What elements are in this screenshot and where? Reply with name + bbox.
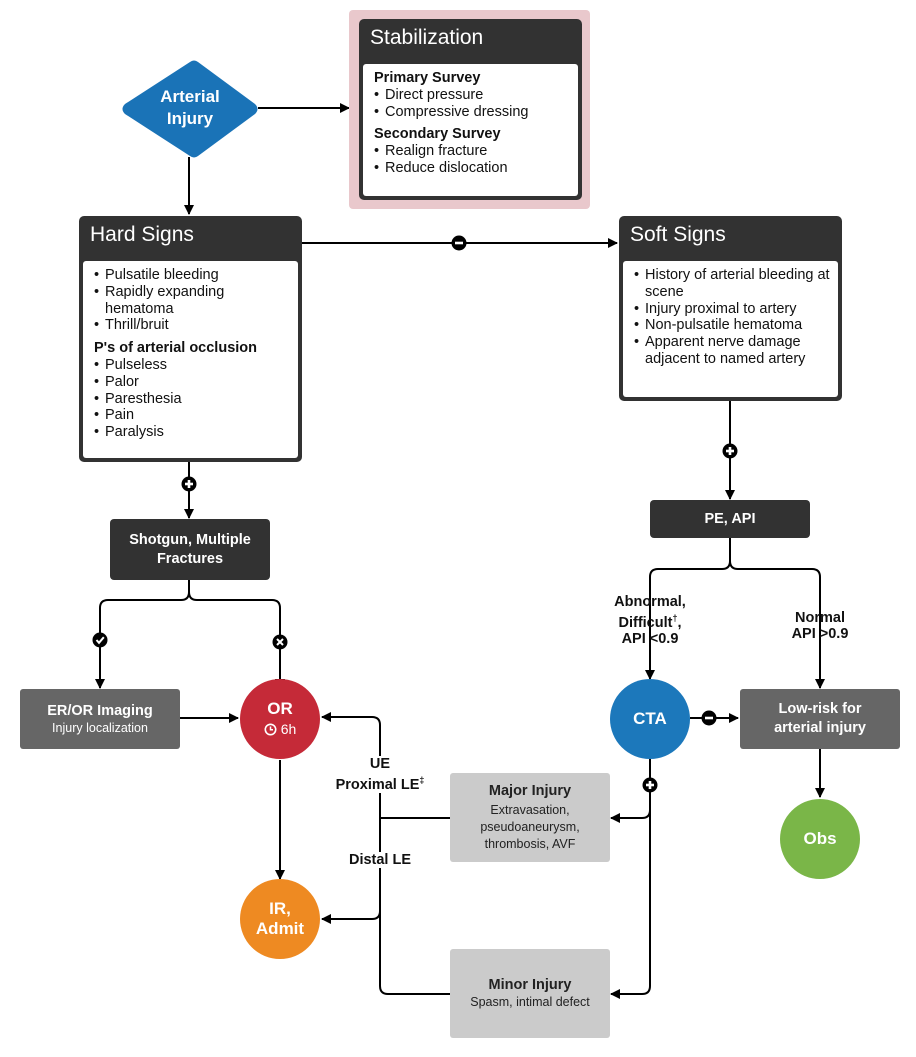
start-diamond <box>122 60 258 158</box>
list-item: Realign fracture <box>374 143 570 160</box>
list-item: Pulsatile bleeding <box>94 267 290 284</box>
list-item: Palor <box>94 374 290 391</box>
pe-api-box: PE, API <box>650 500 810 538</box>
minor-title: Minor Injury <box>488 977 572 993</box>
hard-signs-card: Hard Signs Pulsatile bleeding Rapidly ex… <box>79 216 302 462</box>
list-item: Direct pressure <box>374 87 570 104</box>
list-item: Thrill/bruit <box>94 317 290 334</box>
normal-line1: Normal <box>795 610 845 626</box>
obs-title: Obs <box>803 829 837 848</box>
major-injury-box: Major Injury Extravasation, pseudoaneury… <box>450 773 610 862</box>
obs-circle: Obs <box>780 799 860 879</box>
list-item: Paralysis <box>94 424 290 441</box>
abnormal-line1: Abnormal, <box>614 594 686 610</box>
low-risk-box: Low-risk for arterial injury <box>740 689 900 749</box>
or-title: OR <box>267 699 293 718</box>
hard-signs-body: Pulsatile bleeding Rapidly expanding hem… <box>83 261 298 458</box>
ir-admit-circle: IR, Admit <box>240 879 320 959</box>
list-item: Injury proximal to artery <box>634 301 830 318</box>
list-item: Pain <box>94 407 290 424</box>
dagger-mark: † <box>672 613 678 623</box>
clock-icon <box>264 723 277 735</box>
low-risk-title: Low-risk for arterial injury <box>774 701 866 736</box>
abnormal-line2-end: , <box>677 614 682 631</box>
secondary-survey-heading: Secondary Survey <box>374 126 501 143</box>
cross-marker <box>272 634 288 650</box>
or-circle: OR 6h <box>240 679 320 759</box>
list-item: Reduce dislocation <box>374 160 570 177</box>
abnormal-line2-row: Difficult†, <box>600 610 700 631</box>
ue-line2-row: Proximal LE‡ <box>320 772 440 793</box>
soft-signs-card: Soft Signs History of arterial bleeding … <box>619 216 842 401</box>
list-item: Compressive dressing <box>374 104 570 121</box>
er-or-subtitle: Injury localization <box>52 721 148 735</box>
primary-survey-heading: Primary Survey <box>374 70 481 86</box>
distal-le-text: Distal LE <box>348 852 412 868</box>
shotgun-box: Shotgun, Multiple Fractures <box>110 519 270 580</box>
er-or-imaging-box: ER/OR Imaging Injury localization <box>20 689 180 749</box>
start-label: Arterial Injury <box>160 87 220 128</box>
ir-admit-title: IR, Admit <box>255 899 305 938</box>
normal-line2: API >0.9 <box>791 626 849 642</box>
list-item: Rapidly expanding hematoma <box>94 284 290 318</box>
edge-bracket-or <box>321 712 381 818</box>
stabilization-body: Primary Survey Direct pressure Compressi… <box>363 64 578 196</box>
ue-line1: UE <box>369 756 391 772</box>
pe-api-label: PE, API <box>704 510 756 527</box>
abnormal-line3: API <0.9 <box>621 630 679 647</box>
edge-bracket-ir <box>321 818 381 924</box>
plus-marker <box>181 476 197 492</box>
cta-title: CTA <box>633 709 667 728</box>
plus-marker <box>722 443 738 459</box>
list-item: Non-pulsatile hematoma <box>634 317 830 334</box>
occlusion-heading: P's of arterial occlusion <box>94 340 257 357</box>
minus-marker <box>451 235 467 251</box>
minor-injury-box: Minor Injury Spasm, intimal defect <box>450 949 610 1038</box>
edge-cta-minor <box>610 810 651 999</box>
hard-signs-title: Hard Signs <box>90 223 194 246</box>
stabilization-card: Stabilization Primary Survey Direct pres… <box>359 19 582 200</box>
or-time: 6h <box>280 721 297 737</box>
plus-marker <box>642 777 658 793</box>
ue-line2: Proximal LE <box>335 776 420 793</box>
er-or-title: ER/OR Imaging <box>47 703 153 719</box>
list-item: Apparent nerve damage adjacent to named … <box>634 334 830 368</box>
abnormal-line2: Difficult <box>618 614 673 631</box>
shotgun-label: Shotgun, Multiple Fractures <box>129 531 251 567</box>
stabilization-title: Stabilization <box>370 26 484 49</box>
major-title: Major Injury <box>488 783 572 799</box>
abnormal-label: Abnormal, Difficult†, API <0.9 <box>600 594 700 647</box>
ue-proximal-label: UE Proximal LE‡ <box>320 756 440 793</box>
double-dagger-mark: ‡ <box>419 775 425 785</box>
edge-shotgun-split <box>95 580 190 689</box>
distal-le-label: Distal LE <box>338 852 422 868</box>
list-item: Paresthesia <box>94 391 290 408</box>
normal-label: Normal API >0.9 <box>770 610 870 642</box>
edge-minor-bracket <box>379 818 450 995</box>
list-item: Pulseless <box>94 357 290 374</box>
cta-circle: CTA <box>610 679 690 759</box>
major-detail: Extravasation, pseudoaneurysm, thrombosi… <box>480 803 580 851</box>
check-marker <box>92 632 108 648</box>
minus-marker <box>701 710 717 726</box>
minor-detail: Spasm, intimal defect <box>470 995 590 1009</box>
or-time-row: 6h <box>264 719 297 739</box>
list-item: History of arterial bleeding at scene <box>634 267 830 301</box>
soft-signs-body: History of arterial bleeding at scene In… <box>623 261 838 397</box>
soft-signs-title: Soft Signs <box>630 223 726 246</box>
